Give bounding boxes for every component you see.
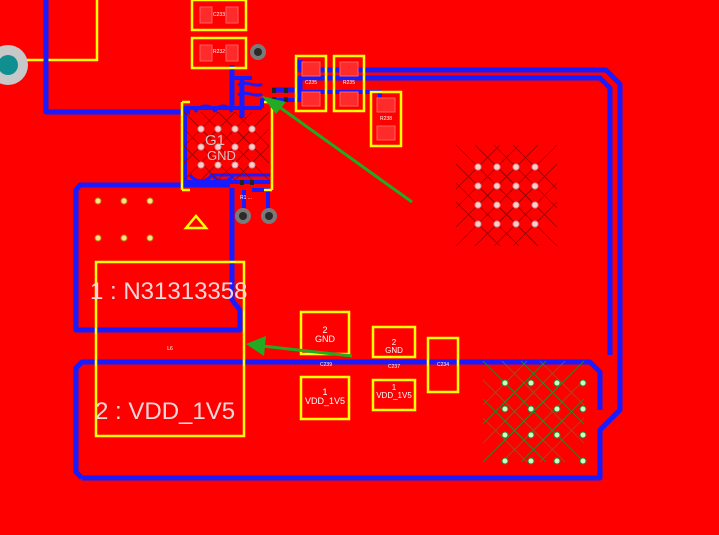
ref-c235: C235 bbox=[305, 80, 317, 86]
ref-r-small: R1 ... bbox=[240, 195, 252, 201]
chip-designator: G1 bbox=[205, 132, 226, 149]
via-dots-bottom bbox=[501, 379, 587, 465]
via-dots-left bbox=[94, 197, 154, 242]
pin-label-cap2-bot: 1 VDD_1V5 bbox=[376, 383, 412, 400]
ref-c239: C239 bbox=[320, 362, 332, 368]
ref-c237: C237 bbox=[388, 364, 400, 370]
thermal-via-array-bottom bbox=[482, 360, 585, 463]
via-dots-top bbox=[474, 163, 539, 228]
ref-r238: R238 bbox=[380, 116, 392, 122]
chip-net: GND bbox=[207, 148, 236, 163]
annotation-arrows bbox=[246, 96, 413, 358]
board-edge bbox=[0, 0, 99, 62]
pin-label-cap2-top: 2 GND bbox=[385, 338, 403, 355]
ref-r235: R235 bbox=[343, 80, 355, 86]
ref-l6: L6 bbox=[167, 346, 173, 352]
ref-c233: C233 bbox=[213, 12, 225, 18]
net-label-pin2: 2 : VDD_1V5 bbox=[95, 398, 236, 425]
pads bbox=[199, 6, 396, 141]
ref-r232: R232 bbox=[213, 49, 225, 55]
ref-c234: C234 bbox=[437, 362, 449, 368]
pin-label-cap1-bot: 1 VDD_1V5 bbox=[304, 387, 346, 406]
vias bbox=[235, 44, 277, 224]
net-label-pin1: 1 : N31313358 bbox=[90, 278, 248, 305]
via-dots-chip bbox=[197, 125, 256, 169]
pin-label-cap1-top: 2 GND bbox=[315, 325, 335, 344]
